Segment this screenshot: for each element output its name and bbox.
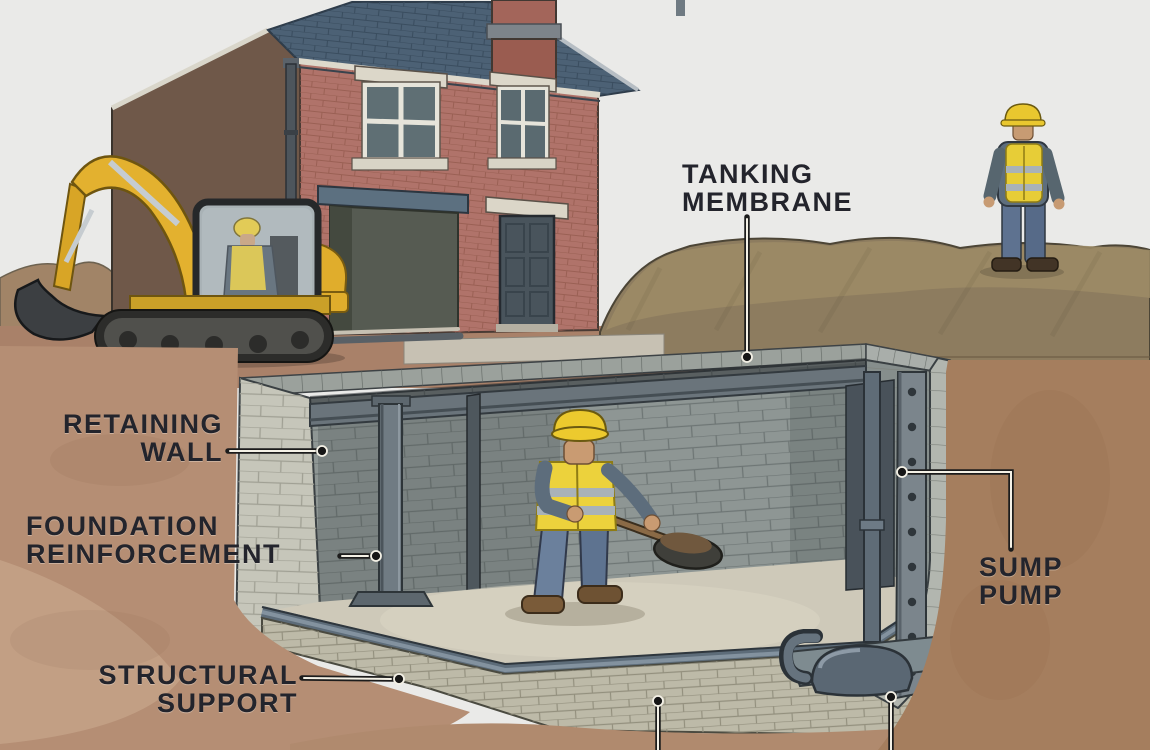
label-line: PUMP xyxy=(979,580,1064,610)
leader-lines xyxy=(225,214,1014,750)
excavator-operator xyxy=(223,217,298,298)
leader-foundation-reinforcement xyxy=(337,550,382,562)
worker-on-mound xyxy=(980,103,1065,279)
excavator-tracks xyxy=(94,309,334,363)
label-structural-support: STRUCTURAL SUPPORT xyxy=(40,661,298,717)
upper-window-left xyxy=(351,65,449,171)
upper-window-right xyxy=(487,71,557,170)
label-line: SUPPORT xyxy=(156,688,298,718)
sump-pump-unit xyxy=(778,629,954,697)
shovel-blade xyxy=(653,532,723,570)
spoil-mound xyxy=(599,236,1150,363)
label-line: TANKING xyxy=(682,159,814,189)
discharge-pipe xyxy=(863,371,881,643)
front-door xyxy=(485,196,569,332)
label-line: FOUNDATION xyxy=(26,511,219,541)
hard-hat xyxy=(1004,103,1042,123)
foreground-soil xyxy=(0,346,1150,750)
mini-excavator xyxy=(14,155,349,368)
label-line: MEMBRANE xyxy=(682,187,853,217)
hard-hat xyxy=(552,408,608,433)
worker-in-basement xyxy=(505,408,723,626)
leader-bottom-right xyxy=(885,691,897,750)
leader-structural-support xyxy=(299,673,405,685)
foundation-reinforcement-column xyxy=(348,395,434,607)
label-tanking-membrane: TANKING MEMBRANE xyxy=(682,160,853,216)
label-line: WALL xyxy=(140,437,223,467)
label-line: STRUCTURAL xyxy=(98,660,298,690)
label-sump-pump: SUMP PUMP xyxy=(979,553,1063,609)
leader-tanking-membrane xyxy=(741,214,753,363)
label-retaining-wall: RETAINING WALL xyxy=(18,410,223,466)
roof-vent xyxy=(676,0,685,16)
leader-retaining-wall xyxy=(225,445,328,457)
label-foundation-reinforcement: FOUNDATION REINFORCEMENT xyxy=(26,512,281,568)
leader-bottom-left xyxy=(652,695,664,750)
label-line: RETAINING xyxy=(63,409,223,439)
leader-sump-pump xyxy=(896,466,1014,552)
label-line: REINFORCEMENT xyxy=(26,539,281,569)
basement-floor xyxy=(262,558,934,670)
label-line: SUMP xyxy=(979,552,1064,582)
